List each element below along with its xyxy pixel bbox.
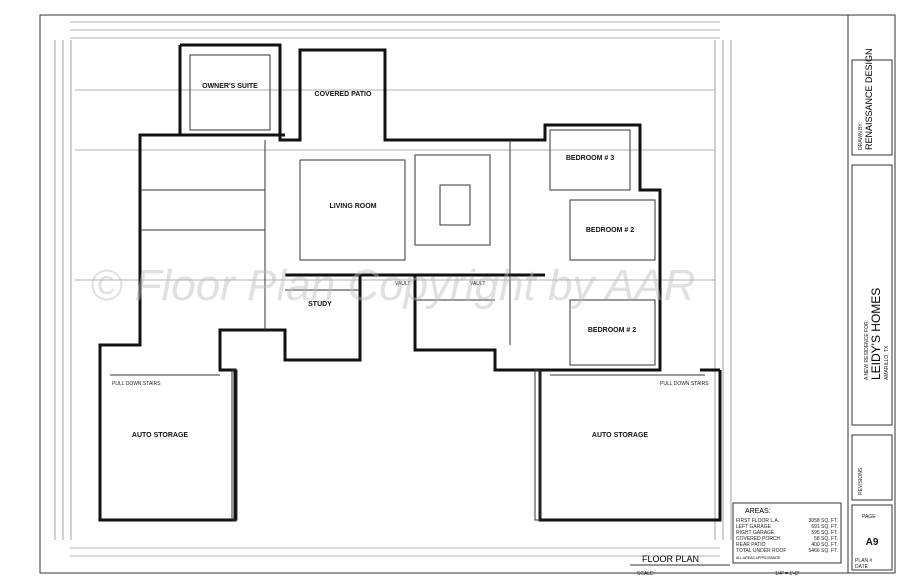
room-owners-suite: OWNER'S SUITE — [202, 83, 258, 90]
area-row-label: RIGHT GARAGE — [736, 530, 775, 536]
client-name: LEIDY'S HOMES — [869, 288, 883, 380]
area-row-label: REAR PATIO — [736, 542, 766, 548]
dimension-lines — [54, 21, 732, 557]
new-residence-label: A NEW RESIDENCE FOR: — [864, 320, 870, 380]
area-row-value: 691 SQ. FT. — [811, 524, 838, 530]
areas-note: ALL AREAS APPROXIMATE — [736, 556, 781, 560]
areas-title: AREAS: — [745, 508, 771, 515]
scale-label: SCALE: — [637, 571, 655, 577]
title-block: DRAWN BY: RENAISSANCE DESIGN A NEW RESID… — [847, 15, 893, 573]
drawing-title: FLOOR PLAN — [642, 554, 699, 564]
areas-table: AREAS: FIRST FLOOR L.A. 3058 SQ. FT. LEFT … — [732, 502, 842, 564]
client-address: AMARILLO, TX — [884, 345, 890, 380]
room-study: STUDY — [308, 301, 332, 308]
area-row-label: TOTAL UNDER ROOF — [736, 548, 786, 554]
pull-down-stairs-left: PULL DOWN STAIRS — [112, 381, 161, 387]
room-vault-2: VAULT — [470, 281, 485, 287]
sheet-border — [39, 14, 896, 574]
area-row-label: COVERED PORCH — [736, 536, 781, 542]
firm-name: RENAISSANCE DESIGN — [864, 48, 874, 150]
area-row-label: FIRST FLOOR L.A. — [736, 518, 779, 524]
plan-date: DATE — [855, 564, 869, 570]
pull-down-stairs-right: PULL DOWN STAIRS — [660, 381, 709, 387]
drawn-by-label: DRAWN BY: — [858, 122, 864, 150]
room-bedroom-2: BEDROOM # 2 — [586, 227, 634, 234]
room-covered-patio: COVERED PATIO — [315, 91, 372, 98]
area-row-value: 3058 SQ. FT. — [809, 518, 838, 524]
revisions-label: REVISIONS: — [858, 466, 864, 495]
area-row-label: LEFT GARAGE — [736, 524, 772, 530]
area-row-value: 595 SQ. FT. — [811, 530, 838, 536]
room-bedroom-3: BEDROOM # 3 — [566, 155, 614, 162]
room-vault-1: VAULT — [395, 281, 410, 287]
watermark: © Floor Plan Copyright by AAR — [90, 261, 695, 310]
room-bedroom-1: BEDROOM # 2 — [588, 327, 636, 334]
page-label: PAGE — [862, 514, 876, 520]
area-row-value: 400 SQ. FT. — [811, 542, 838, 548]
area-row-value: 5466 SQ. FT. — [809, 548, 838, 554]
interior-walls — [110, 54, 705, 521]
plan-number: PLAN # — [855, 558, 872, 564]
scale-value: 1/4" = 1'-0" — [775, 571, 800, 577]
room-living-room: LIVING ROOM — [329, 203, 376, 210]
area-row-value: 58 SQ. FT. — [814, 536, 838, 542]
room-auto-storage-left: AUTO STORAGE — [132, 432, 188, 439]
room-auto-storage-right: AUTO STORAGE — [592, 432, 648, 439]
page-number: A9 — [866, 537, 879, 548]
